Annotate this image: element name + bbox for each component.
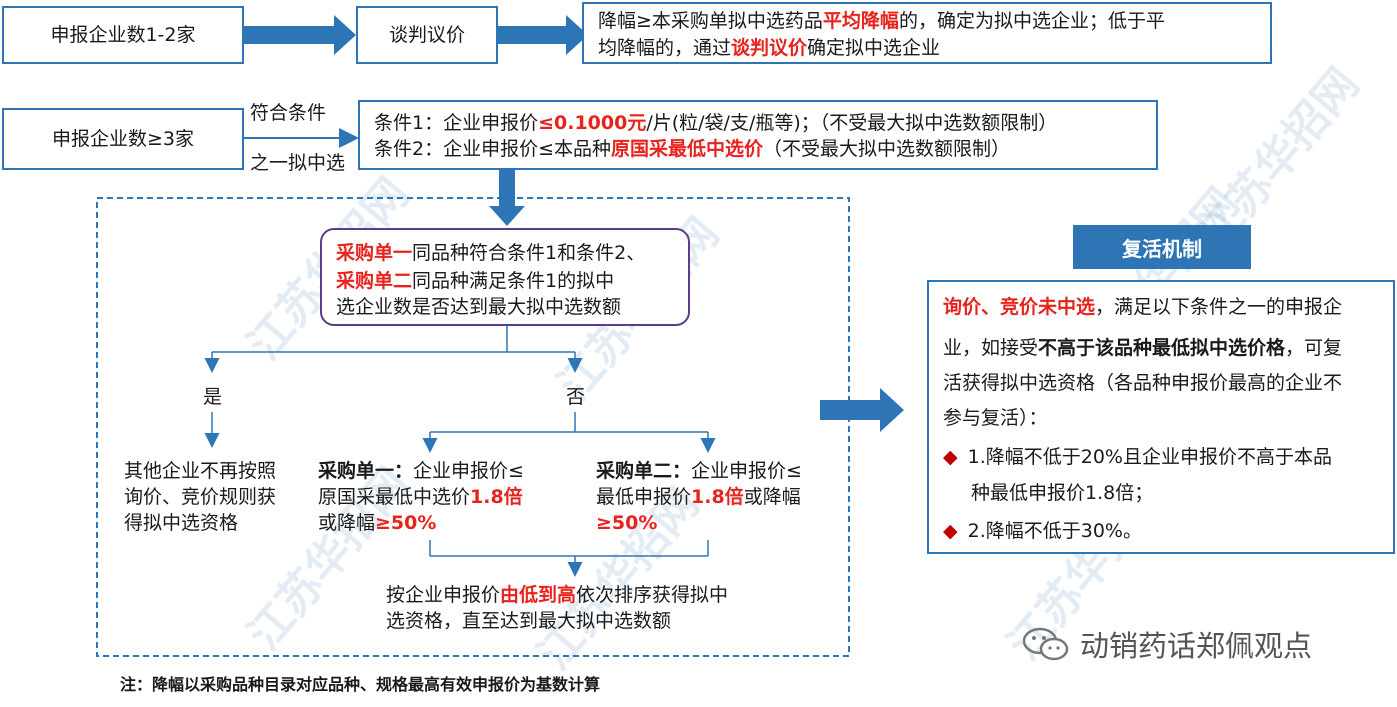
diamond-bullet-icon: ◆ [943, 520, 958, 542]
brand: 动销药话郑佩观点 [1018, 624, 1312, 664]
label-one-selected: 之一拟中选 [250, 152, 346, 174]
box-negotiation: 谈判议价 [356, 6, 498, 64]
arrow-right-icon [244, 15, 356, 55]
decision-box: 采购单一同品种符合条件1和条件2、 采购单二同品种满足条件1的拟中 选企业数是否… [320, 228, 690, 326]
diamond-bullet-icon: ◆ [943, 446, 958, 468]
wechat-icon [1022, 627, 1069, 661]
arrow-down-icon [489, 170, 525, 226]
box-applicants-3-plus: 申报企业数≥3家 [2, 108, 244, 170]
footnote: 注：降幅以采购品种目录对应品种、规格最高有效申报价为基数计算 [120, 675, 601, 694]
revival-badge: 复活机制 [1073, 225, 1251, 269]
arrow-right-icon [820, 388, 904, 432]
box-applicants-1-2: 申报企业数1-2家 [2, 6, 244, 64]
label-yes: 是 [203, 386, 223, 408]
box-conditions: 条件1：企业申报价≤0.1000元/片(粒/袋/支/瓶等)；（不受最大拟中选数额… [358, 100, 1158, 170]
label-meets-condition: 符合条件 [250, 102, 327, 124]
brand-text: 动销药话郑佩观点 [1080, 629, 1313, 663]
box-negotiation-rule: 降幅≥本采购单拟中选药品平均降幅的，确定为拟中选企业；低于平 均降幅的，通过谈判… [582, 2, 1272, 64]
label-no: 否 [566, 386, 586, 408]
arrow-right-icon [498, 15, 588, 55]
revival-box: 询价、竞价未中选，满足以下条件之一的申报企 业，如接受不高于该品种最低拟中选价格… [927, 280, 1395, 554]
